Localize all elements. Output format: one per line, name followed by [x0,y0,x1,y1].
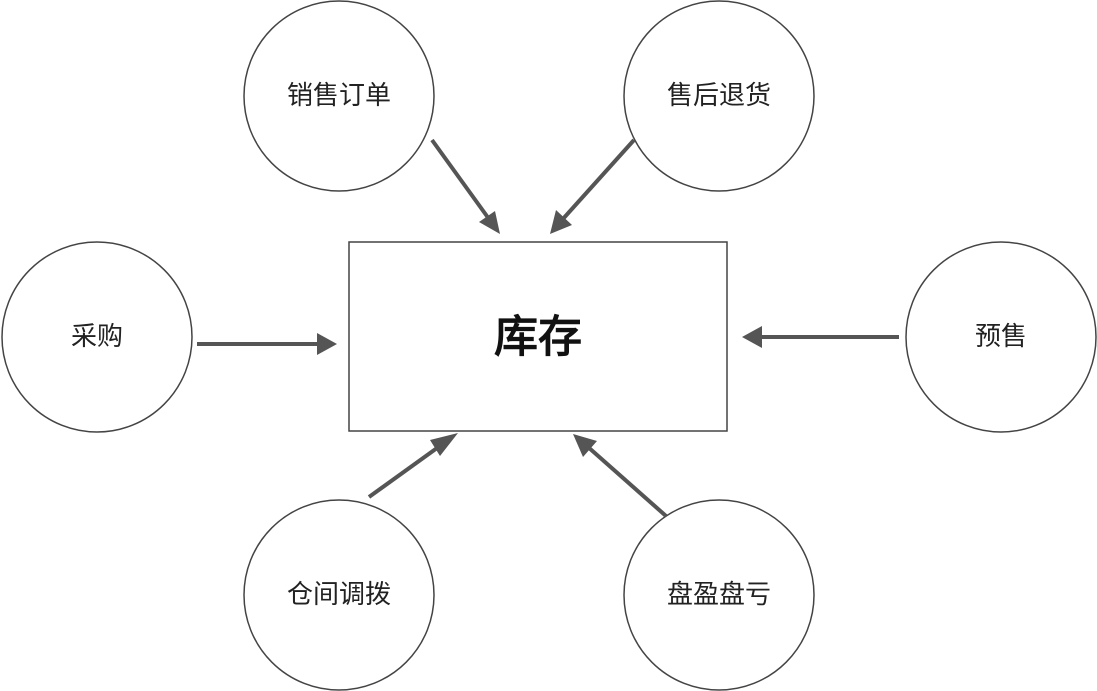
arrow-warehouse-transfer-head [430,433,458,456]
node-warehouse-transfer-circle [243,499,435,691]
node-purchase-circle [1,241,193,433]
node-warehouse-transfer: 仓间调拨 [243,499,435,691]
node-sales-order-circle [243,0,435,192]
arrow-after-sales-return-to-center [550,138,636,234]
arrow-after-sales-return-head [550,210,572,234]
node-presale-circle [905,241,1097,433]
node-sales-order: 销售订单 [243,0,435,192]
arrow-warehouse-transfer-line [367,441,446,499]
node-sales-order-label: 销售订单 [287,81,391,111]
node-after-sales-return: 售后退货 [623,0,815,192]
node-inventory-surplus-loss: 盘盈盘亏 [623,499,815,691]
node-purchase: 采购 [1,241,193,433]
node-presale: 预售 [905,241,1097,433]
arrow-sales-order-to-center [430,138,500,234]
node-inventory-surplus-loss-label: 盘盈盘亏 [667,580,771,610]
node-presale-label: 预售 [975,322,1027,352]
arrow-purchase-head [317,333,337,355]
arrow-purchase-to-center [197,333,337,355]
arrow-sales-order-head [479,211,500,234]
arrow-warehouse-transfer-to-center [367,433,458,499]
arrow-presale-to-center [742,326,899,348]
node-purchase-label: 采购 [71,322,123,352]
center-box [348,241,728,432]
arrow-sales-order-line [430,138,491,221]
center-label: 库存 [494,312,582,363]
arrow-inventory-surplus-loss-to-center [573,434,668,518]
arrow-presale-head [742,326,762,348]
arrow-after-sales-return-line [560,138,636,222]
arrow-inventory-surplus-loss-line [586,445,668,518]
node-after-sales-return-label: 售后退货 [667,81,771,111]
node-after-sales-return-circle [623,0,815,192]
arrow-inventory-surplus-loss-head [573,434,597,457]
node-warehouse-transfer-label: 仓间调拨 [287,580,391,610]
node-inventory-surplus-loss-circle [623,499,815,691]
